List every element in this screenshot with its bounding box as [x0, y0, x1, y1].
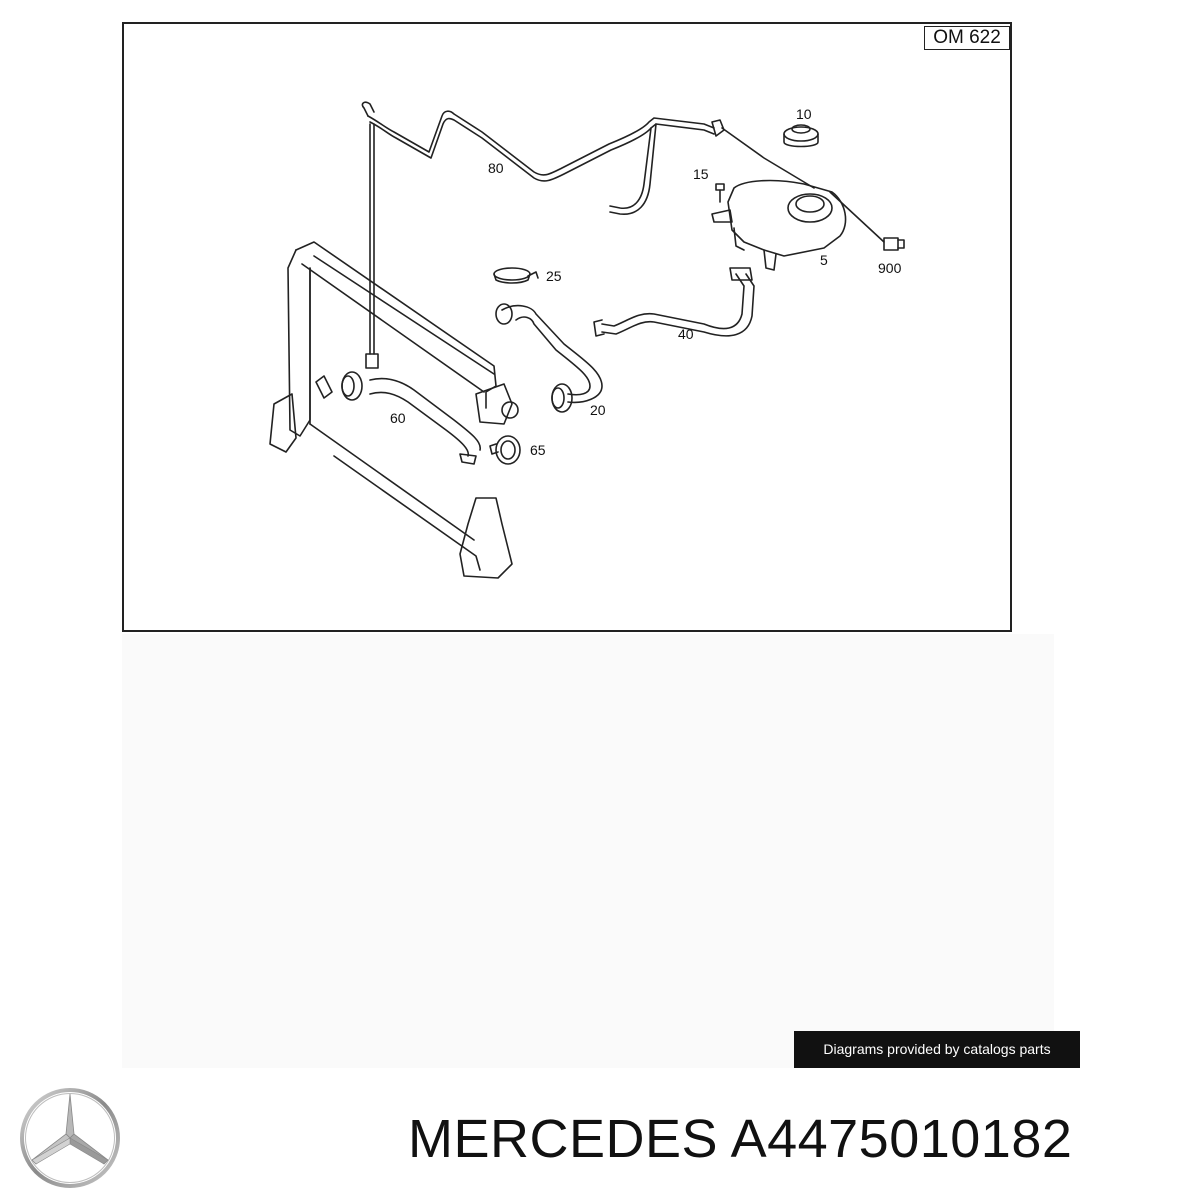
parts-diagram: OM 622 10 80 15 5 900 25 40 60 20 65 — [122, 22, 1012, 632]
cap-10 — [783, 124, 819, 148]
callout-10: 10 — [796, 106, 812, 122]
background-panel — [122, 634, 1054, 1068]
callout-5: 5 — [820, 252, 828, 268]
hose-60 — [315, 371, 481, 465]
callout-65: 65 — [530, 442, 546, 458]
callout-80: 80 — [488, 160, 504, 176]
clamp-65 — [489, 435, 521, 465]
callout-25: 25 — [546, 268, 562, 284]
mercedes-star-icon — [20, 1088, 120, 1188]
callout-15: 15 — [693, 166, 709, 182]
callout-20: 20 — [590, 402, 606, 418]
clamp-25 — [493, 267, 539, 284]
expansion-tank-5 — [711, 179, 847, 271]
coolant-pipe-80 — [361, 101, 815, 215]
hose-20 — [495, 303, 603, 413]
callout-60: 60 — [390, 410, 406, 426]
connector-900 — [829, 191, 905, 251]
vertical-hose-line — [365, 123, 379, 369]
diagram-drawing — [269, 101, 905, 579]
product-title: MERCEDES A4475010182 — [408, 1109, 1073, 1169]
callout-40: 40 — [678, 326, 694, 342]
model-code-badge: OM 622 — [924, 26, 1010, 50]
hose-40 — [593, 267, 755, 337]
radiator — [269, 241, 519, 579]
bolt-15 — [715, 183, 725, 203]
callout-900: 900 — [878, 260, 902, 276]
diagram-credit-banner: Diagrams provided by catalogs parts — [794, 1031, 1080, 1068]
